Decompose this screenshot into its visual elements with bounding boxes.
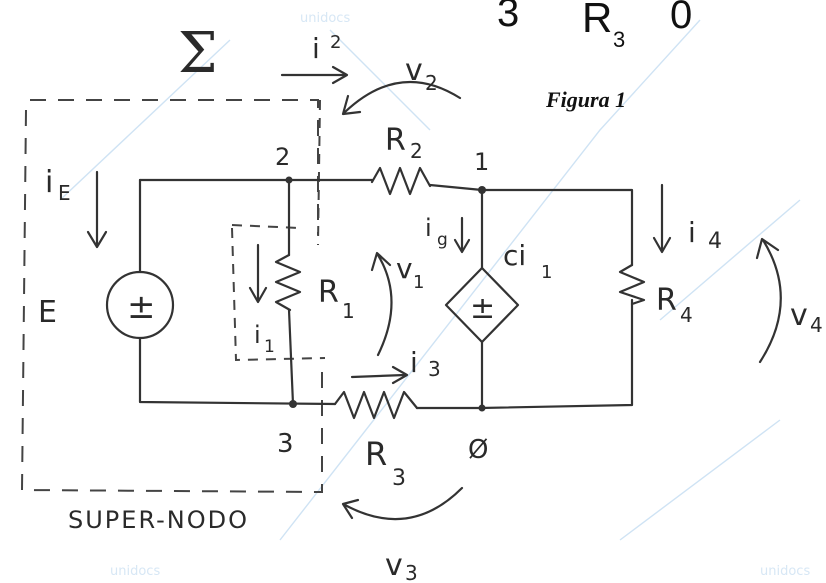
ie-label-sub: E <box>58 181 71 205</box>
header-cut-left: 3 <box>497 0 519 35</box>
r1-label-sub: 1 <box>342 299 355 323</box>
node-3-dot <box>289 400 297 408</box>
ie-label: i <box>45 165 53 200</box>
node-1-dot <box>478 186 486 194</box>
i3-label-sub: 3 <box>428 357 441 381</box>
supernode-right-edge <box>317 99 321 246</box>
node-3-label: 3 <box>277 429 294 459</box>
v2-label: v <box>405 53 423 88</box>
r2-label: R <box>385 123 406 158</box>
circuit-wires <box>138 178 634 410</box>
supernode-label: SUPER-NODO <box>68 506 249 534</box>
node-0-dot <box>478 404 486 412</box>
v2-label-sub: 2 <box>425 71 438 95</box>
arrow-i4 <box>652 183 672 254</box>
dependent-source-sign: ± <box>470 291 495 326</box>
i4-label: i <box>688 216 696 249</box>
arrow-v1 <box>370 251 393 357</box>
arrow-i2 <box>280 65 349 85</box>
dependent-gain-label: ci <box>503 239 526 272</box>
node-1-label: 1 <box>474 148 489 176</box>
i1-label: i <box>254 321 261 349</box>
inner-dashed-box <box>231 224 326 362</box>
v4-label: v <box>790 298 808 333</box>
r4-label-sub: 4 <box>680 303 693 327</box>
node-2-dot <box>285 176 293 184</box>
node-2-label: 2 <box>275 143 290 171</box>
ig-label: i <box>425 214 432 242</box>
source-e-label: E <box>38 295 57 330</box>
r3-label-sub: 3 <box>392 466 406 491</box>
resistor-r1 <box>274 253 302 312</box>
resistor-r3 <box>333 390 419 420</box>
header-cut-mid: R <box>582 0 612 41</box>
v1-label: v <box>396 252 413 285</box>
i2-label-sub: 2 <box>330 32 341 53</box>
arrow-ie <box>86 170 108 249</box>
source-e-sign: ± <box>127 287 156 327</box>
i2-label: i <box>312 32 320 65</box>
dependent-source <box>444 266 520 344</box>
ig-label-sub: g <box>437 230 448 250</box>
sigma-symbol: Σ <box>178 21 218 86</box>
arrow-v4 <box>755 237 782 364</box>
watermark: unidocs unidocs unidocs <box>59 11 810 579</box>
header-cut-mid-sub: 3 <box>613 27 625 52</box>
arrow-v3 <box>341 486 464 521</box>
r1-label: R <box>318 275 339 310</box>
r2-label-sub: 2 <box>410 139 423 163</box>
watermark-text-2: unidocs <box>760 564 810 579</box>
i4-label-sub: 4 <box>708 229 722 254</box>
v4-label-sub: 4 <box>810 313 823 337</box>
v1-label-sub: 1 <box>413 272 424 293</box>
arrow-v2 <box>341 80 462 116</box>
node-0-label: Ø <box>468 435 488 465</box>
voltage-source-e <box>105 270 175 340</box>
resistor-r2 <box>370 166 432 196</box>
arrow-ig <box>453 216 471 254</box>
arrow-i1 <box>248 243 268 304</box>
arrow-i3 <box>350 365 409 385</box>
r3-label: R <box>365 435 387 473</box>
i1-label-sub: 1 <box>264 337 275 357</box>
resistor-r4 <box>618 263 646 306</box>
watermark-text-3: unidocs <box>300 11 350 26</box>
figure-label: Figura 1 <box>545 87 626 112</box>
v3-label: v <box>385 548 403 583</box>
r4-label: R <box>656 283 677 318</box>
dependent-gain-sub: 1 <box>541 262 552 283</box>
header-cut-right: 0 <box>670 0 692 37</box>
v3-label-sub: 3 <box>405 561 418 583</box>
i3-label: i <box>410 346 418 379</box>
watermark-text-1: unidocs <box>110 564 160 579</box>
